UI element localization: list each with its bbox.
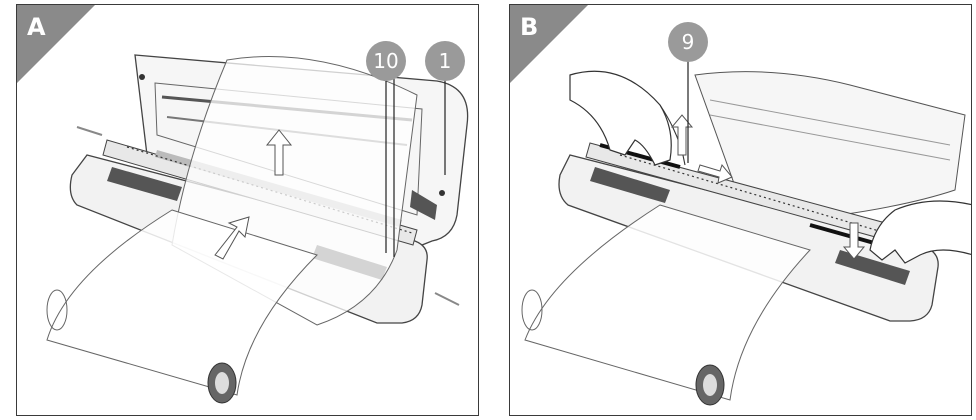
panel-letter-a: A	[27, 13, 46, 41]
callout-1: 1	[425, 41, 465, 81]
vacuum-sealer-illustration-b	[521, 61, 971, 406]
callout-10: 10	[366, 41, 406, 81]
panel-b: B 9	[509, 4, 972, 416]
vacuum-sealer-illustration-a	[46, 54, 469, 404]
corner-tab-b	[510, 5, 588, 83]
panel-letter-b: B	[520, 13, 539, 41]
panel-a: A 10 1	[16, 4, 479, 416]
callout-9: 9	[668, 22, 708, 62]
corner-tab-a	[17, 5, 95, 83]
